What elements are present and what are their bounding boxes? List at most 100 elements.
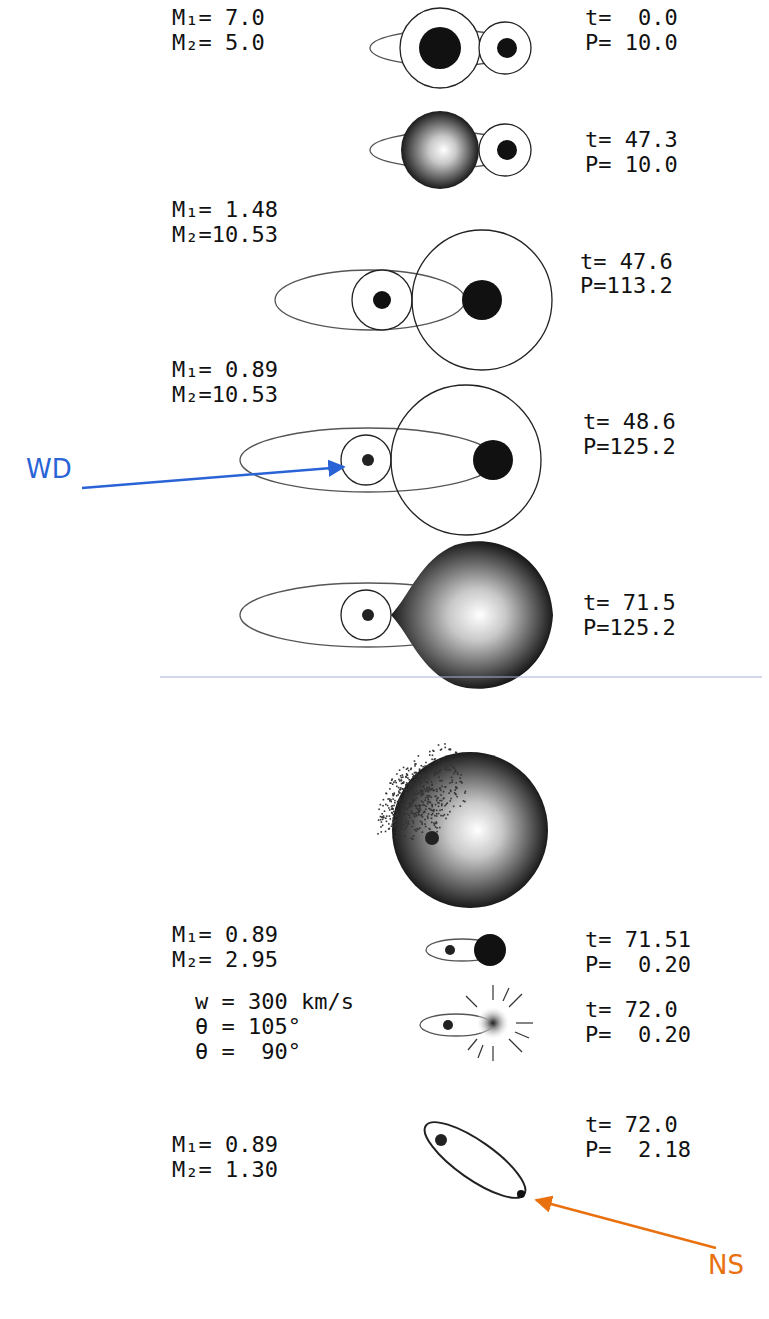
divider-line: [160, 677, 762, 678]
ejecta-speck: [400, 779, 402, 781]
ejecta-speck: [421, 782, 423, 784]
ejecta-speck: [412, 776, 414, 778]
ejecta-speck: [421, 800, 423, 802]
parameter-label: t= 72.0: [585, 999, 678, 1021]
ejecta-speck: [431, 784, 433, 786]
ejecta-speck: [426, 795, 428, 797]
ejecta-speck: [413, 800, 415, 802]
ejecta-speck: [400, 826, 402, 828]
ejecta-speck: [405, 776, 407, 778]
ejecta-speck: [396, 832, 398, 834]
ejecta-speck: [408, 786, 410, 788]
ejecta-speck: [459, 777, 461, 779]
ejecta-speck: [384, 810, 386, 812]
ejecta-speck: [414, 783, 416, 785]
ejecta-speck: [402, 776, 404, 778]
ejecta-speck: [432, 813, 434, 815]
ejecta-speck: [394, 825, 396, 827]
ejecta-speck: [450, 765, 452, 767]
ejecta-speck: [431, 817, 433, 819]
ejecta-speck: [404, 798, 406, 800]
ejecta-speck: [422, 790, 424, 792]
ejecta-speck: [435, 772, 437, 774]
ejecta-speck: [395, 816, 397, 818]
ejecta-speck: [381, 813, 383, 815]
ejecta-speck: [435, 823, 437, 825]
ejecta-speck: [411, 789, 413, 791]
ejecta-speck: [410, 784, 412, 786]
ejecta-speck: [408, 803, 410, 805]
ejecta-speck: [410, 783, 412, 785]
envelope-ejecta: [377, 743, 466, 840]
ejecta-speck: [403, 782, 405, 784]
primary-star: [419, 27, 461, 69]
ejecta-speck: [435, 804, 437, 806]
ejecta-speck: [407, 777, 409, 779]
ejecta-speck: [418, 814, 420, 816]
ejecta-speck: [405, 808, 407, 810]
accretor-star: [462, 280, 502, 320]
ejecta-speck: [433, 750, 435, 752]
ejecta-speck: [407, 767, 409, 769]
ejecta-speck: [423, 785, 425, 787]
ejecta-speck: [445, 769, 447, 771]
ejecta-speck: [423, 812, 425, 814]
ejecta-speck: [415, 763, 417, 765]
ejecta-speck: [417, 783, 419, 785]
ejecta-speck: [434, 758, 436, 760]
orbit: [275, 270, 465, 330]
ejecta-speck: [449, 800, 451, 802]
ejecta-speck: [434, 815, 436, 817]
ejecta-speck: [461, 782, 463, 784]
ejecta-speck: [415, 830, 417, 832]
ejecta-speck: [417, 829, 419, 831]
ejecta-speck: [440, 749, 442, 751]
ejecta-speck: [397, 804, 399, 806]
roche-lobe: [479, 124, 531, 176]
ejecta-speck: [417, 775, 419, 777]
ejecta-speck: [412, 838, 414, 840]
ejecta-speck: [439, 810, 441, 812]
giant-star: [401, 111, 479, 189]
ejecta-speck: [407, 775, 409, 777]
ejecta-speck: [431, 822, 433, 824]
ejecta-speck: [428, 769, 430, 771]
ejecta-speck: [399, 789, 401, 791]
ejecta-speck: [416, 793, 418, 795]
ejecta-speck: [422, 831, 424, 833]
ejecta-speck: [422, 766, 424, 768]
ejecta-speck: [445, 762, 447, 764]
ejecta-speck: [409, 817, 411, 819]
ejecta-speck: [442, 761, 444, 763]
ejecta-speck: [403, 813, 405, 815]
ejecta-speck: [440, 815, 442, 817]
ejecta-speck: [429, 788, 431, 790]
ejecta-speck: [408, 770, 410, 772]
ejecta-speck: [431, 784, 433, 786]
ejecta-speck: [419, 827, 421, 829]
roche-lobe: [412, 230, 552, 370]
ejecta-speck: [415, 795, 417, 797]
ejecta-speck: [451, 777, 453, 779]
ejecta-speck: [394, 800, 396, 802]
ejecta-speck: [404, 836, 406, 838]
parameter-label: t= 71.5: [583, 592, 676, 614]
ejecta-speck: [448, 749, 450, 751]
companion-star: [473, 440, 513, 480]
ejecta-speck: [425, 797, 427, 799]
ejecta-speck: [408, 783, 410, 785]
ejecta-speck: [425, 805, 427, 807]
ejecta-speck: [389, 800, 391, 802]
ejecta-speck: [425, 762, 427, 764]
ejecta-speck: [399, 769, 401, 771]
parameter-label: t= 48.6: [583, 411, 676, 433]
ejecta-speck: [413, 794, 415, 796]
ejecta-speck: [382, 805, 384, 807]
ejecta-speck: [444, 814, 446, 816]
ejecta-speck: [420, 791, 422, 793]
leader-arrow: [82, 467, 344, 488]
ejecta-speck: [449, 811, 451, 813]
ejecta-speck: [436, 788, 438, 790]
ejecta-speck: [395, 824, 397, 826]
ejecta-speck: [389, 798, 391, 800]
